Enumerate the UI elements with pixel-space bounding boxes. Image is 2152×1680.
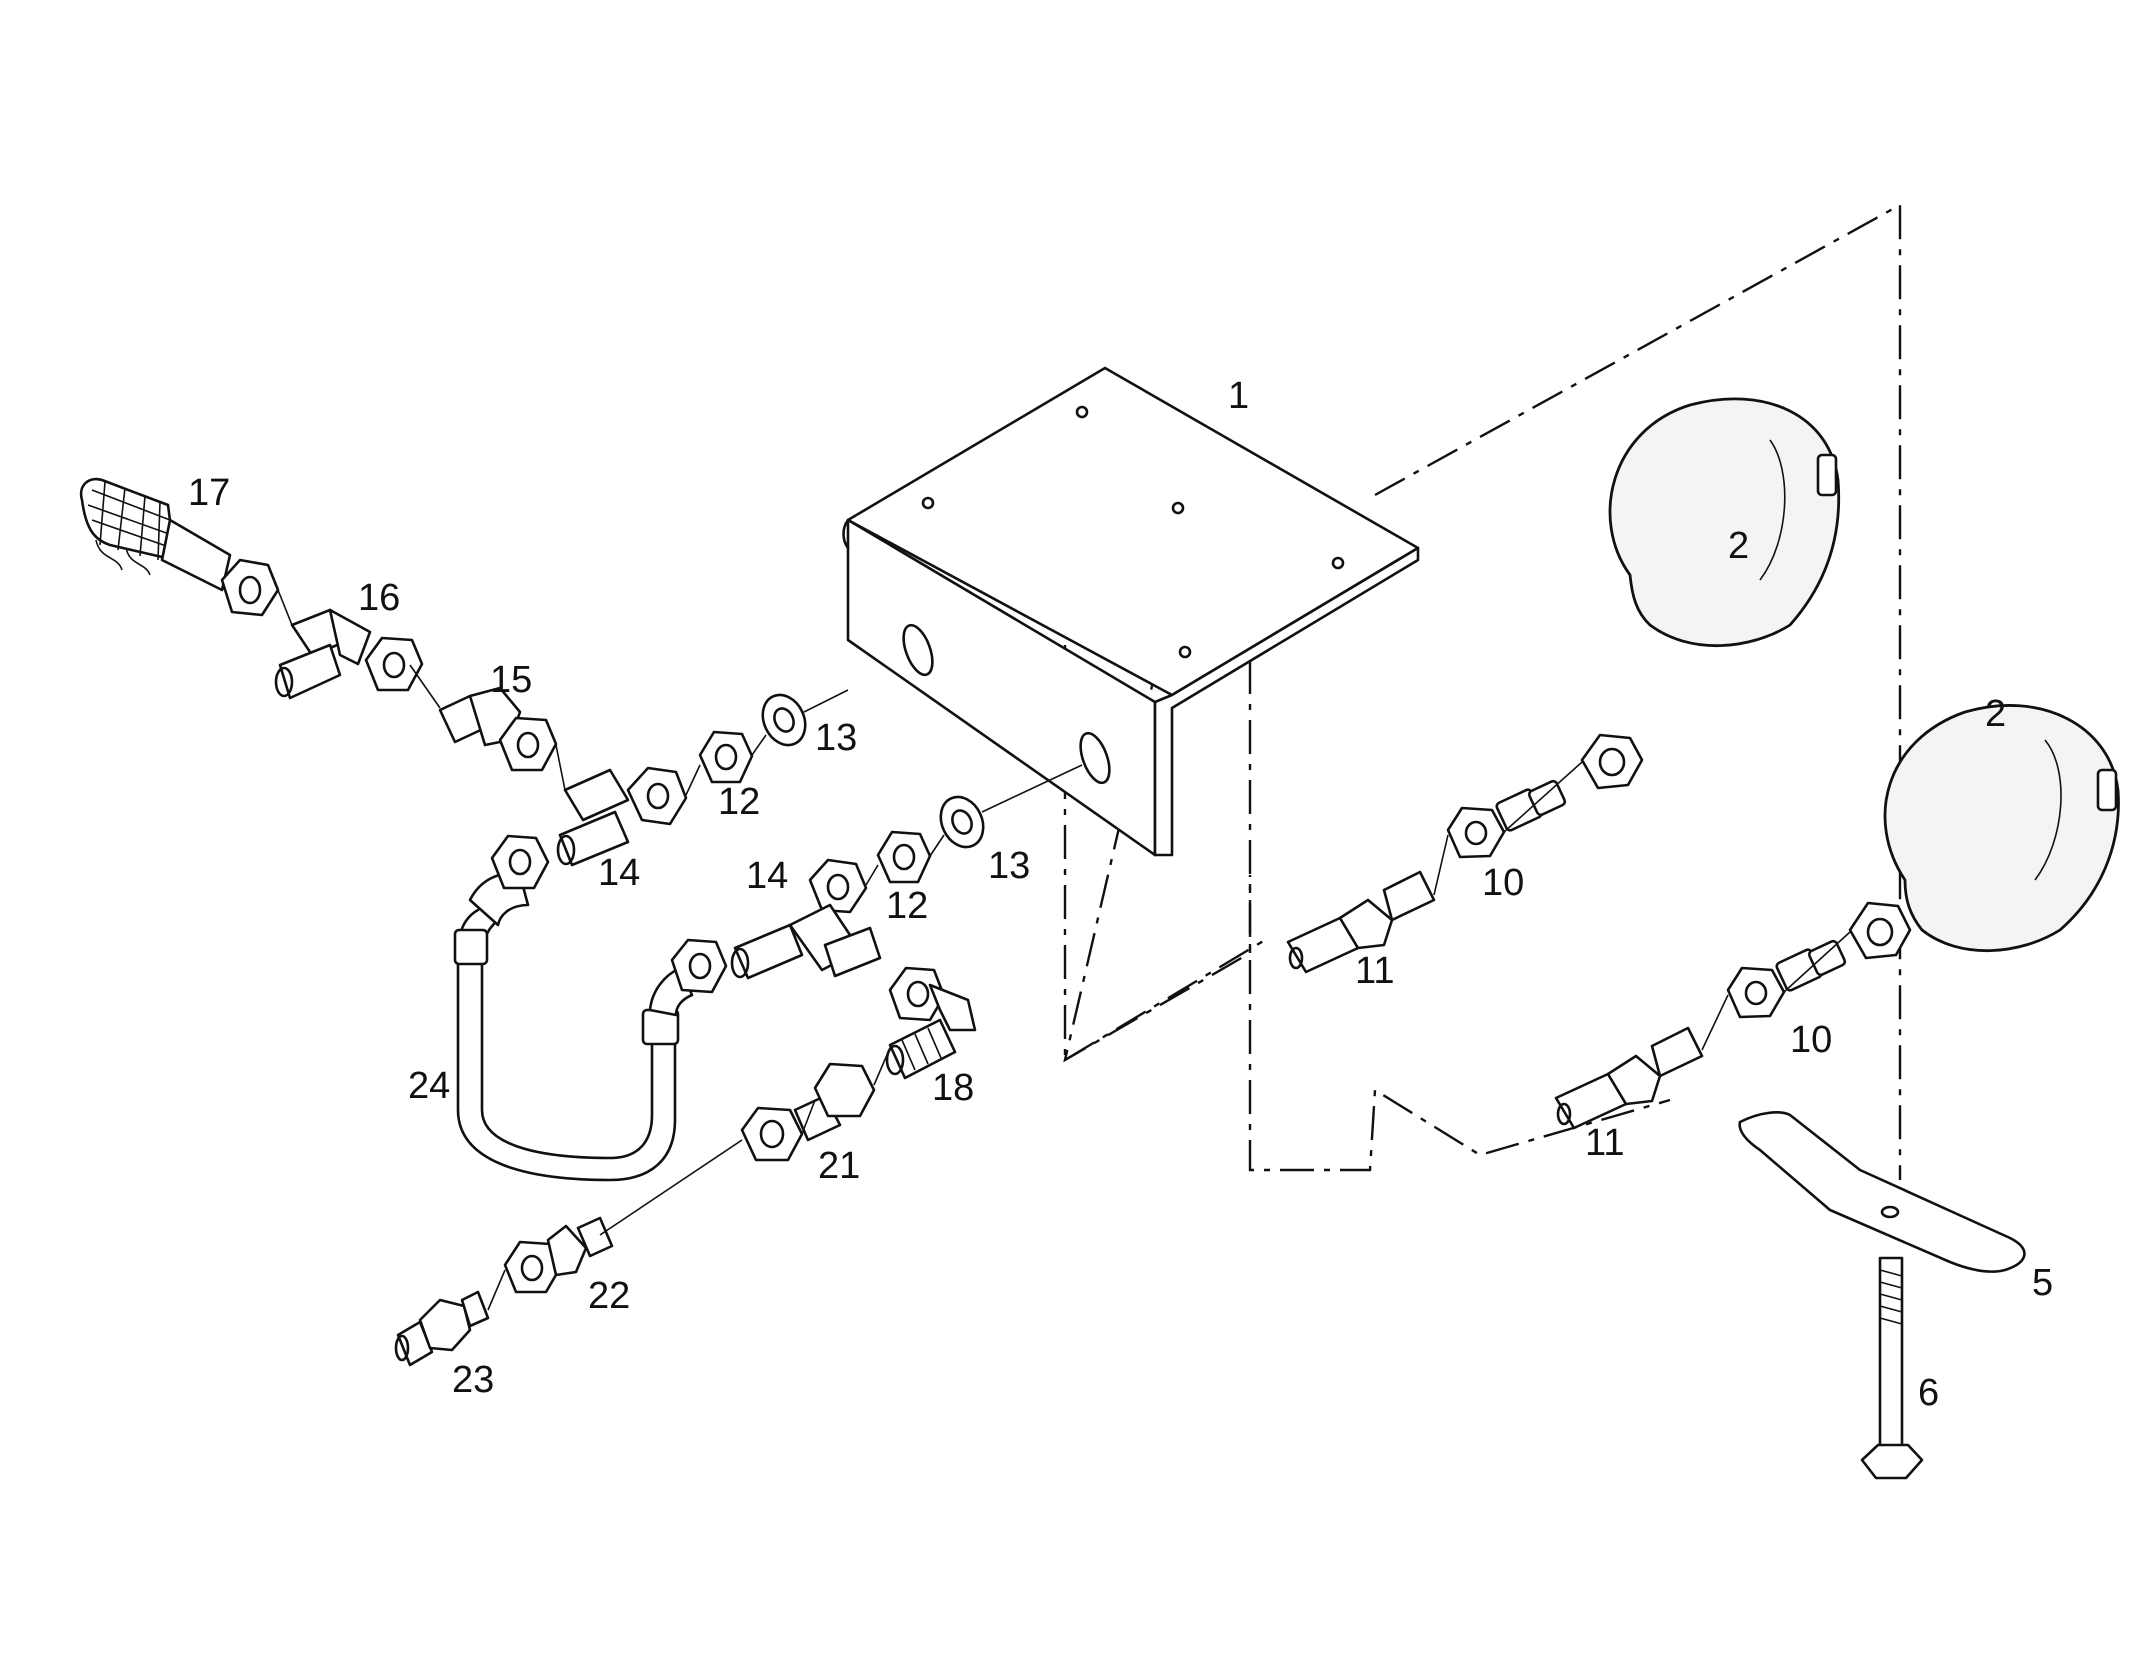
label-part-11-upper: 11 [1355, 950, 1394, 992]
label-part-18: 18 [932, 1067, 974, 1109]
label-part-1: 1 [1228, 375, 1249, 417]
part-labels: 1 2 2 5 6 10 10 11 11 12 12 13 13 14 14 … [188, 375, 2053, 1414]
connector-lines [277, 589, 1851, 1311]
label-part-15: 15 [490, 659, 532, 701]
fitting-part-22 [503, 1216, 614, 1294]
label-part-12-lower: 12 [886, 885, 928, 927]
label-part-5: 5 [2032, 1262, 2053, 1304]
bolt-part-6 [1860, 1256, 1924, 1480]
adapter-part-21 [740, 1062, 876, 1162]
label-part-24: 24 [408, 1065, 450, 1107]
fitting-part-15 [438, 686, 558, 772]
hose-end-part-17 [79, 477, 280, 617]
tee-lower-part-14 [730, 858, 882, 980]
label-part-14-lower: 14 [746, 855, 788, 897]
washer-upper-part-13 [761, 693, 807, 747]
label-part-16: 16 [358, 577, 400, 619]
nipple-upper-part-11 [1286, 870, 1436, 974]
label-part-10-upper: 10 [1482, 862, 1524, 904]
nipple-lower-part-11 [1554, 1026, 1704, 1130]
bracket-part-1 [842, 366, 1420, 857]
locknut-lower-part-12 [876, 830, 932, 884]
label-part-13-upper: 13 [815, 717, 857, 759]
label-part-21: 21 [818, 1145, 860, 1187]
label-part-23: 23 [452, 1359, 494, 1401]
accumulator-lower-part-2 [1848, 704, 2120, 960]
tee-upper-part-14 [556, 766, 688, 867]
strap-part-5 [1738, 1111, 2026, 1273]
label-part-17: 17 [188, 472, 230, 514]
label-part-2-lower: 2 [1985, 693, 2006, 735]
label-part-10-lower: 10 [1790, 1019, 1832, 1061]
label-part-11-lower: 11 [1585, 1122, 1624, 1164]
locknut-upper-part-12 [698, 730, 754, 784]
label-part-2-upper: 2 [1728, 525, 1749, 567]
tee-part-16 [274, 608, 424, 700]
label-part-14-upper: 14 [598, 852, 640, 894]
label-part-12-upper: 12 [718, 781, 760, 823]
accumulator-upper-part-2 [1580, 397, 1841, 790]
pipe-part-24 [453, 834, 728, 1182]
label-part-6: 6 [1918, 1372, 1939, 1414]
label-part-22: 22 [588, 1275, 630, 1317]
washer-lower-part-13 [939, 795, 985, 849]
label-part-13-lower: 13 [988, 845, 1030, 887]
elbow-part-18 [885, 966, 977, 1080]
fitting-part-23 [394, 1290, 490, 1367]
